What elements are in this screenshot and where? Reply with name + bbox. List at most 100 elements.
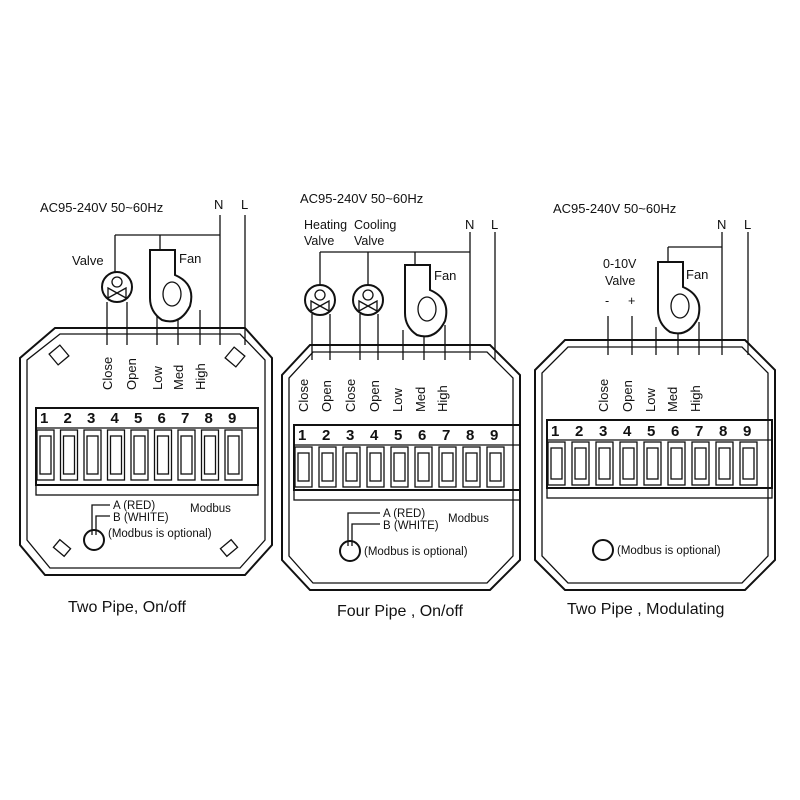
supply-voltage-label: AC95-240V 50~60Hz [40, 200, 163, 215]
terminal-screw-slot [441, 452, 454, 482]
terminal-screw [177, 429, 196, 481]
wire-label: High [435, 385, 450, 412]
diagram-two-pipe-modulating: AC95-240V 50~60Hz N L 0-10V Valve - + Fa… [534, 201, 776, 618]
terminal-base [35, 484, 259, 496]
terminal-screw [224, 429, 243, 481]
terminal-screw [462, 446, 481, 488]
terminal-screw-slot [133, 435, 146, 475]
terminal-screw-slot [393, 452, 406, 482]
terminal-number: 9 [228, 410, 236, 427]
wire-label: Open [620, 380, 635, 412]
terminal-screw-slot [369, 452, 382, 482]
thermostat-body-inner [26, 333, 266, 569]
cooling-valve-label: Cooling [354, 218, 396, 232]
terminal-screw-slot [694, 447, 707, 480]
wire-label: Close [343, 379, 358, 412]
terminal-screw [294, 446, 313, 488]
modbus-port-icon [339, 540, 361, 562]
supply-voltage-label: AC95-240V 50~60Hz [553, 201, 676, 216]
fan-rotor-icon [417, 296, 437, 322]
mounting-tab [52, 538, 72, 558]
terminal-screw [691, 441, 710, 486]
terminal-screw [667, 441, 686, 486]
terminal-number: 3 [599, 423, 607, 440]
modbus-port-icon [592, 539, 614, 561]
line-label: L [744, 217, 751, 232]
terminal-screw [619, 441, 638, 486]
valve-motor-icon [314, 289, 326, 301]
heating-valve-icon [304, 284, 336, 316]
modbus-optional-note: (Modbus is optional) [108, 528, 212, 540]
terminal-screw [83, 429, 102, 481]
fan-icon [657, 261, 701, 335]
terminal-number: 5 [134, 410, 142, 427]
thermostat-body-outline [534, 339, 776, 591]
wire-label: Med [665, 387, 680, 412]
wire-label: High [193, 363, 208, 390]
wire-label: Close [100, 357, 115, 390]
terminal-screw [595, 441, 614, 486]
fan-label: Fan [434, 268, 456, 283]
terminal-screw [318, 446, 337, 488]
heating-valve-label: Heating [304, 218, 347, 232]
supply-voltage-label: AC95-240V 50~60Hz [300, 191, 423, 206]
terminal-screw-slot [321, 452, 334, 482]
terminal-screw-slot [203, 435, 217, 475]
terminal-screw-slot [550, 447, 563, 480]
modbus-b-label: B (WHITE) [113, 512, 169, 524]
terminal-number: 2 [64, 410, 72, 427]
terminal-number: 6 [418, 427, 426, 444]
terminal-number: 7 [442, 427, 450, 444]
thermostat-body-outline [281, 344, 521, 591]
modbus-label: Modbus [448, 513, 489, 525]
modbus-a-wire [91, 504, 110, 535]
terminal-number: 3 [346, 427, 354, 444]
terminal-screw [36, 429, 55, 481]
terminal-screw-slot [622, 447, 635, 480]
terminal-number: 8 [205, 410, 213, 427]
cooling-valve-label: Valve [354, 234, 384, 248]
terminal-number: 4 [111, 410, 120, 427]
valve-label: Valve [605, 274, 635, 288]
valve-body-icon [107, 286, 127, 300]
terminal-screw-slot [670, 447, 683, 480]
wire-label: Low [643, 388, 658, 412]
cooling-valve-icon [352, 284, 384, 316]
modbus-b-wire [351, 523, 380, 546]
terminal-number: 6 [158, 410, 166, 427]
fan-label: Fan [179, 251, 201, 266]
thermostat-body-inner [541, 346, 769, 584]
modbus-optional-note: (Modbus is optional) [617, 545, 721, 557]
terminal-base [546, 487, 773, 499]
terminal-screw-slot [297, 452, 310, 482]
terminal-number: 3 [87, 410, 95, 427]
wire-label: Low [150, 366, 165, 390]
valve-motor-icon [362, 289, 374, 301]
terminal-screw-slot [742, 447, 755, 480]
terminal-number: 7 [695, 423, 703, 440]
modbus-port-icon [83, 529, 105, 551]
terminal-screw [547, 441, 566, 486]
terminal-number: 5 [394, 427, 402, 444]
modbus-a-wire [347, 512, 380, 546]
modbus-optional-note: (Modbus is optional) [364, 546, 468, 558]
terminal-screw-slot [598, 447, 611, 480]
mounting-tab [224, 346, 246, 368]
terminal-screw-slot [156, 435, 170, 475]
terminal-screw [200, 429, 220, 481]
terminal-screw-slot [718, 447, 731, 480]
terminal-screw [106, 429, 126, 481]
terminal-screw [390, 446, 409, 488]
terminal-screw-slot [109, 435, 123, 475]
terminal-screw-slot [62, 435, 76, 475]
terminal-screw [643, 441, 662, 486]
terminal-screw [438, 446, 457, 488]
modbus-b-label: B (WHITE) [383, 520, 439, 532]
terminal-screw [153, 429, 173, 481]
thermostat-body-outline [19, 327, 273, 576]
